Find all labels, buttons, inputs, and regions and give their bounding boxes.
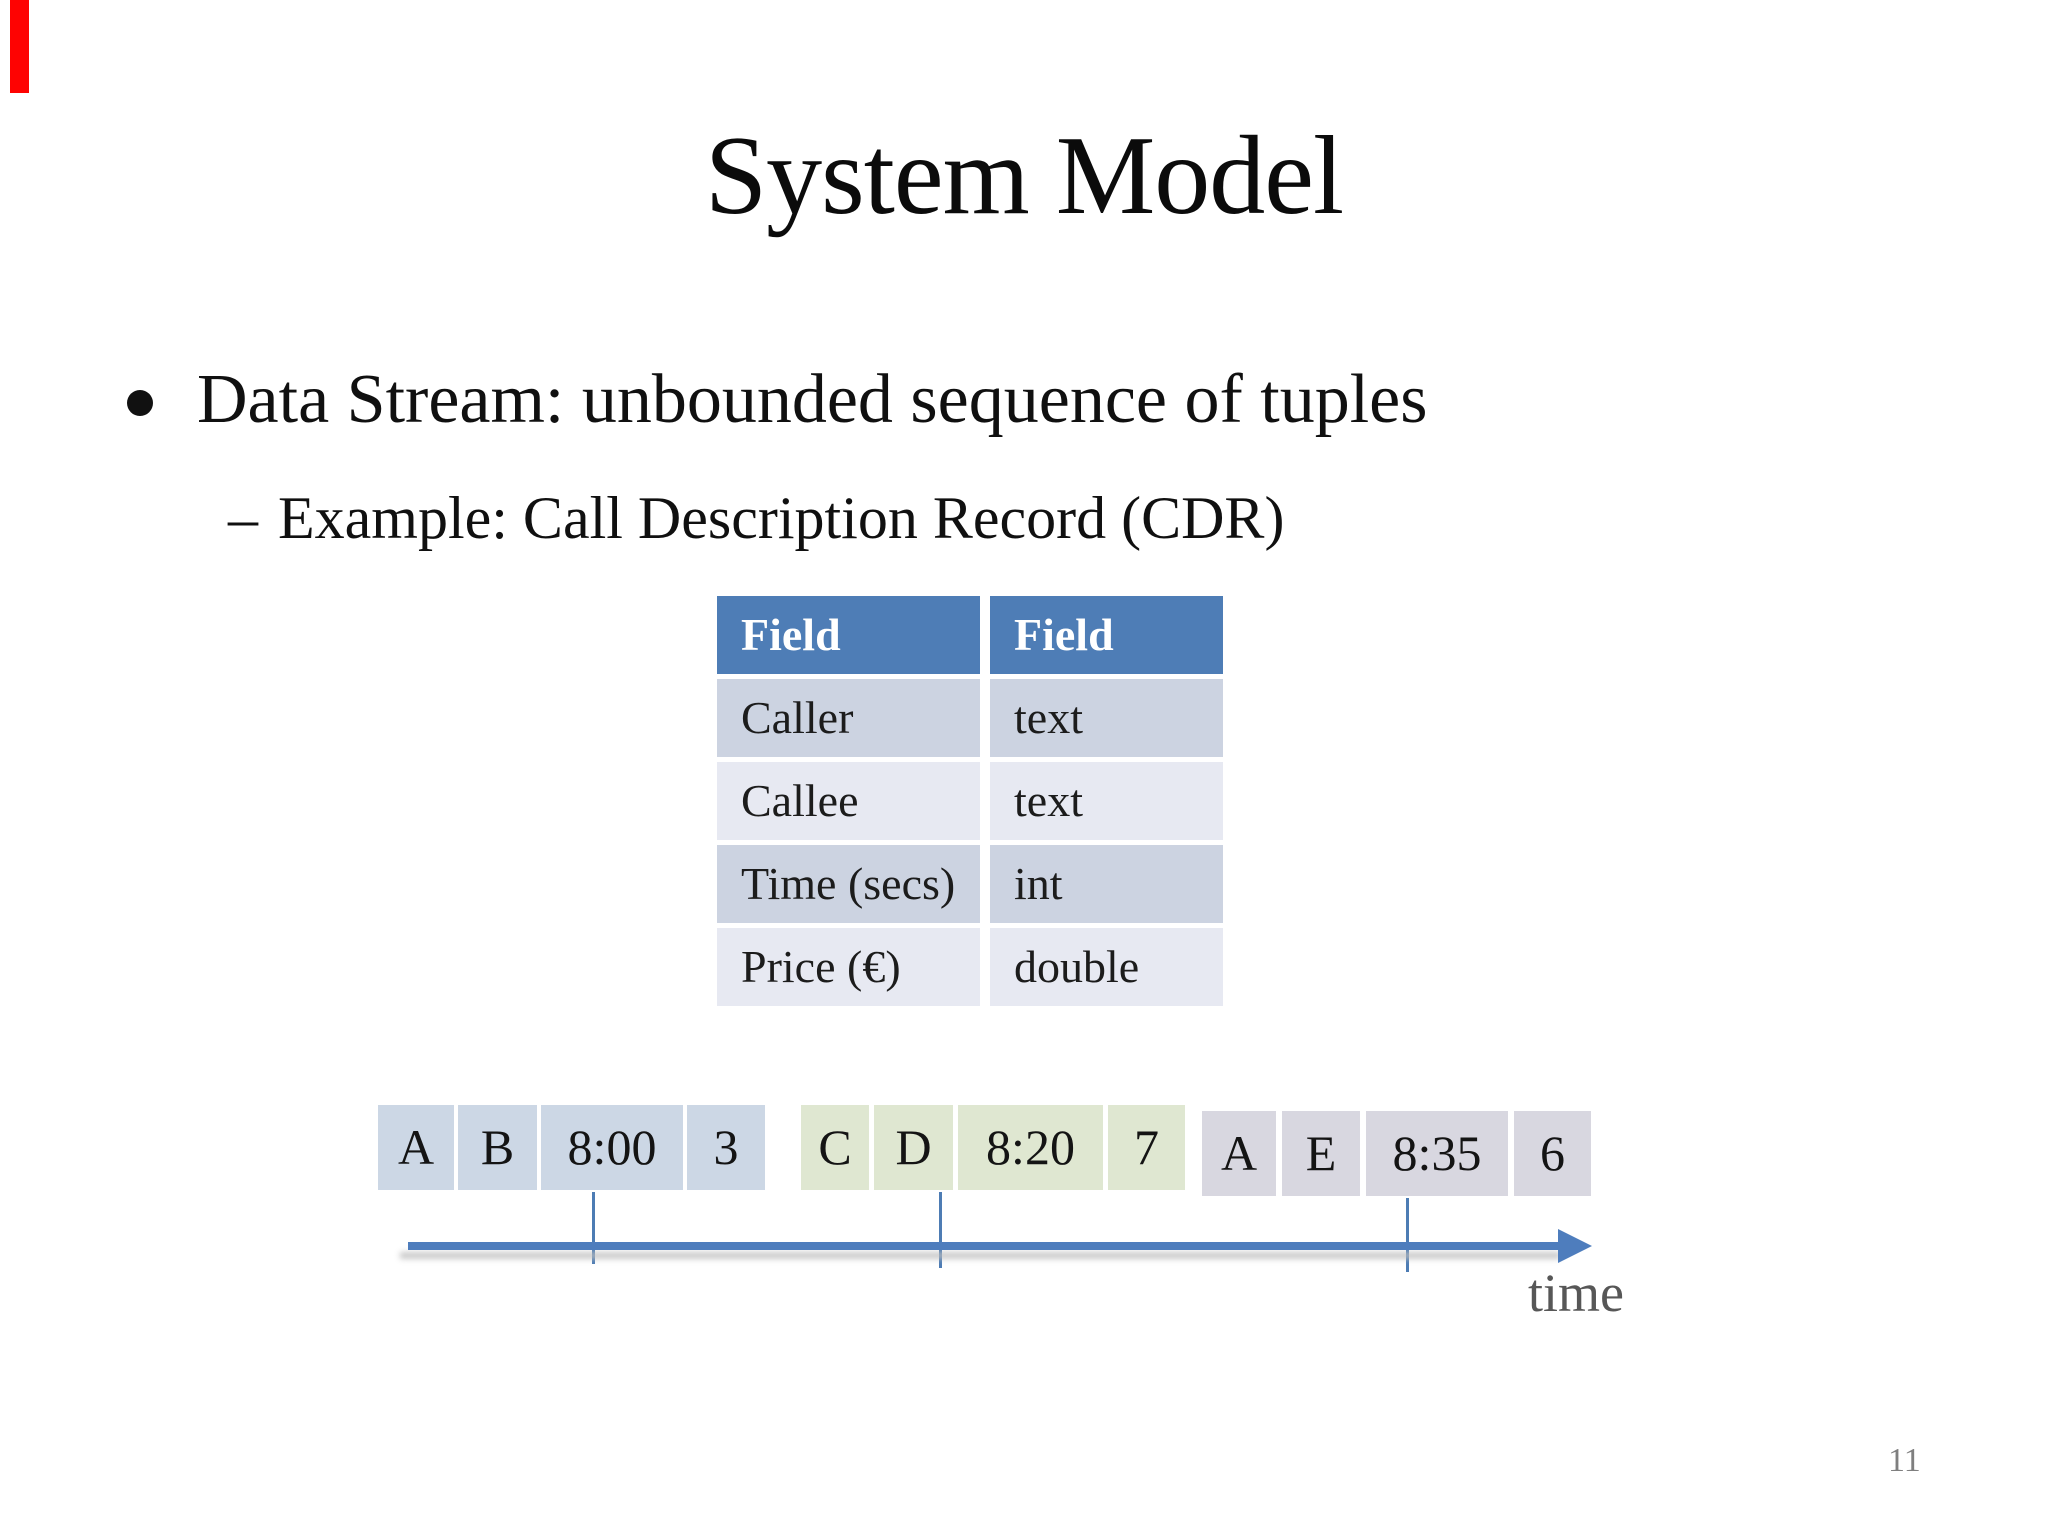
sub-bullet-item-example: – Example: Call Description Record (CDR) xyxy=(228,484,1284,553)
table-header-field-type: Field xyxy=(990,596,1223,674)
dash-marker-icon: – xyxy=(228,485,258,551)
table-cell-callee-type: text xyxy=(990,762,1223,840)
page-title: System Model xyxy=(704,114,1344,238)
red-corner-marker xyxy=(10,0,29,93)
timeline-arrow-shadow xyxy=(400,1252,1560,1259)
table-cell-callee: Callee xyxy=(717,762,980,840)
timeline-tick-3 xyxy=(1406,1198,1409,1272)
timeline-tick-1 xyxy=(592,1192,595,1264)
table-cell-time: Time (secs) xyxy=(717,845,980,923)
table-header-field-name: Field xyxy=(717,596,980,674)
table-cell-price-type: double xyxy=(990,928,1223,1006)
tuple-3-time: 8:35 xyxy=(1366,1111,1508,1196)
tuple-3-price: 6 xyxy=(1514,1111,1591,1196)
table-cell-time-type: int xyxy=(990,845,1223,923)
tuple-1-caller: A xyxy=(378,1105,454,1190)
tuple-1-price: 3 xyxy=(687,1105,765,1190)
tuple-2: C D 8:20 7 xyxy=(801,1105,1185,1190)
tuple-3-callee: E xyxy=(1282,1111,1360,1196)
sub-bullet-text: Example: Call Description Record (CDR) xyxy=(278,485,1285,551)
tuple-2-time: 8:20 xyxy=(958,1105,1103,1190)
table-cell-caller: Caller xyxy=(717,679,980,757)
timeline-axis-label: time xyxy=(1528,1263,1624,1323)
tuple-2-price: 7 xyxy=(1108,1105,1185,1190)
timeline-arrowhead-icon xyxy=(1558,1229,1592,1263)
cdr-schema-table: Field Field Caller text Callee text Time… xyxy=(717,596,1223,1006)
tuple-2-callee: D xyxy=(874,1105,953,1190)
table-cell-caller-type: text xyxy=(990,679,1223,757)
timeline-tick-2 xyxy=(939,1192,942,1268)
tuple-2-caller: C xyxy=(801,1105,869,1190)
page-number: 11 xyxy=(1888,1442,1921,1479)
tuple-1-time: 8:00 xyxy=(541,1105,683,1190)
bullet-text: Data Stream: unbounded sequence of tuple… xyxy=(197,361,1428,438)
tuple-1-callee: B xyxy=(458,1105,537,1190)
bullet-item-data-stream: Data Stream: unbounded sequence of tuple… xyxy=(127,360,1427,441)
timeline-arrow xyxy=(408,1242,1560,1250)
tuple-3-caller: A xyxy=(1202,1111,1276,1196)
table-cell-price: Price (€) xyxy=(717,928,980,1006)
tuple-3: A E 8:35 6 xyxy=(1202,1111,1591,1196)
tuple-1: A B 8:00 3 xyxy=(378,1105,765,1190)
bullet-dot-icon xyxy=(127,390,153,416)
